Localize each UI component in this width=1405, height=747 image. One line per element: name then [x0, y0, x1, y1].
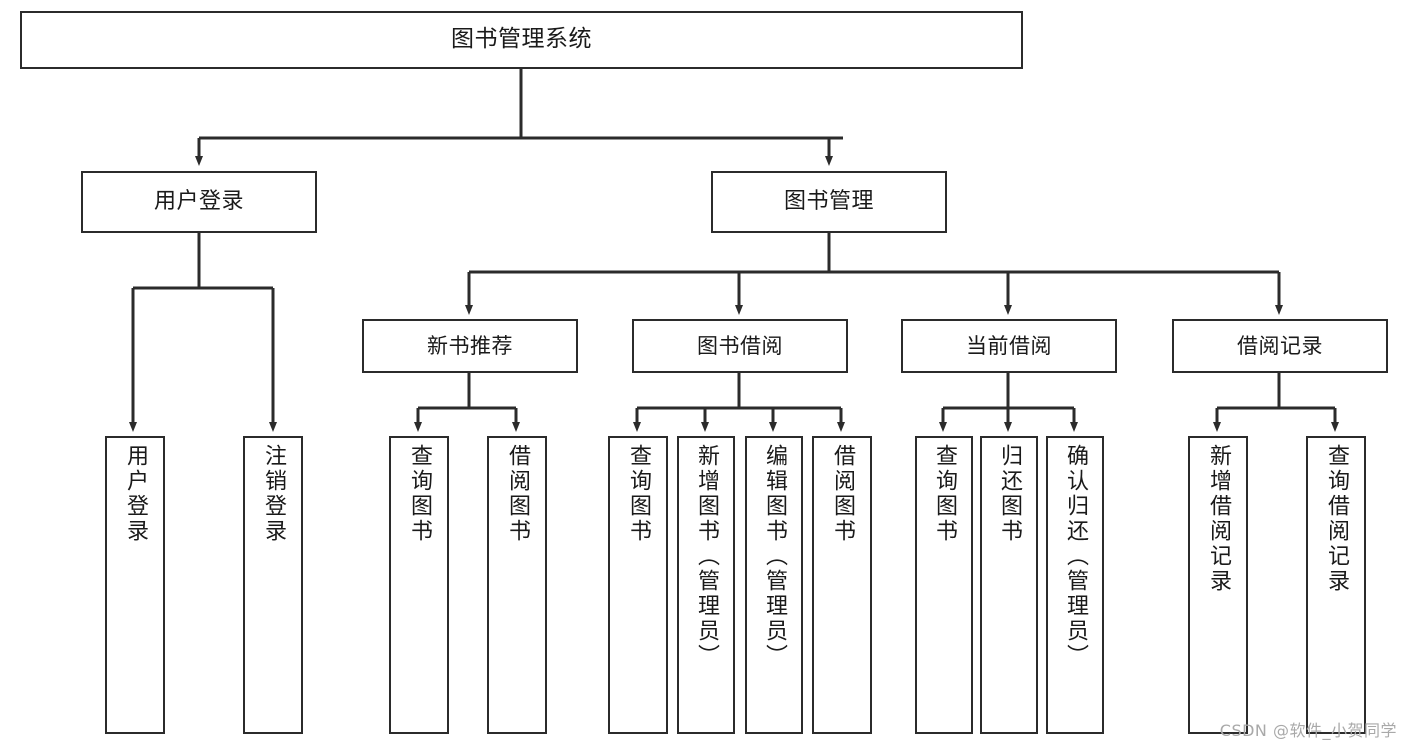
node-root-label: 图书管理系统 [451, 26, 592, 53]
node-leaf-add-record[interactable]: 新增借阅记录 [1188, 436, 1248, 734]
node-leaf-query-book-1-label: 查询图书 [407, 444, 432, 544]
node-leaf-query-book-1[interactable]: 查询图书 [389, 436, 449, 734]
node-book-borrow[interactable]: 图书借阅 [632, 319, 848, 373]
node-user-login-label: 用户登录 [153, 189, 244, 215]
node-leaf-user-login[interactable]: 用户登录 [105, 436, 165, 734]
watermark: CSDN @软件_小贺同学 [1219, 721, 1397, 740]
node-leaf-query-record-label: 查询借阅记录 [1324, 444, 1349, 594]
node-leaf-return-book-label: 归还图书 [997, 444, 1022, 544]
node-leaf-add-book-label: 新增图书（管理员） [694, 444, 719, 669]
node-new-book-rec[interactable]: 新书推荐 [362, 319, 578, 373]
node-new-book-rec-label: 新书推荐 [427, 333, 513, 358]
node-current-borrow-label: 当前借阅 [966, 333, 1052, 358]
node-leaf-query-book-2-label: 查询图书 [626, 444, 651, 544]
node-leaf-edit-book[interactable]: 编辑图书（管理员） [745, 436, 803, 734]
node-leaf-query-book-3-label: 查询图书 [932, 444, 957, 544]
node-leaf-borrow-book-1-label: 借阅图书 [505, 444, 530, 544]
node-leaf-return-book[interactable]: 归还图书 [980, 436, 1038, 734]
node-book-borrow-label: 图书借阅 [697, 333, 783, 358]
node-current-borrow[interactable]: 当前借阅 [901, 319, 1117, 373]
node-leaf-query-book-2[interactable]: 查询图书 [608, 436, 668, 734]
node-borrow-record[interactable]: 借阅记录 [1172, 319, 1388, 373]
node-leaf-logout[interactable]: 注销登录 [243, 436, 303, 734]
node-leaf-borrow-book-1[interactable]: 借阅图书 [487, 436, 547, 734]
node-leaf-logout-label: 注销登录 [261, 444, 286, 544]
node-leaf-query-record[interactable]: 查询借阅记录 [1306, 436, 1366, 734]
node-leaf-user-login-label: 用户登录 [123, 444, 148, 544]
node-leaf-confirm-return[interactable]: 确认归还（管理员） [1046, 436, 1104, 734]
node-root[interactable]: 图书管理系统 [20, 11, 1023, 69]
node-book-manage[interactable]: 图书管理 [711, 171, 947, 233]
node-leaf-borrow-book-2-label: 借阅图书 [830, 444, 855, 544]
node-leaf-edit-book-label: 编辑图书（管理员） [762, 444, 787, 669]
node-leaf-query-book-3[interactable]: 查询图书 [915, 436, 973, 734]
node-leaf-borrow-book-2[interactable]: 借阅图书 [812, 436, 872, 734]
node-leaf-add-book[interactable]: 新增图书（管理员） [677, 436, 735, 734]
node-borrow-record-label: 借阅记录 [1237, 333, 1323, 358]
node-book-manage-label: 图书管理 [783, 189, 874, 215]
node-leaf-add-record-label: 新增借阅记录 [1206, 444, 1231, 594]
node-user-login[interactable]: 用户登录 [81, 171, 317, 233]
node-leaf-confirm-return-label: 确认归还（管理员） [1063, 444, 1088, 669]
